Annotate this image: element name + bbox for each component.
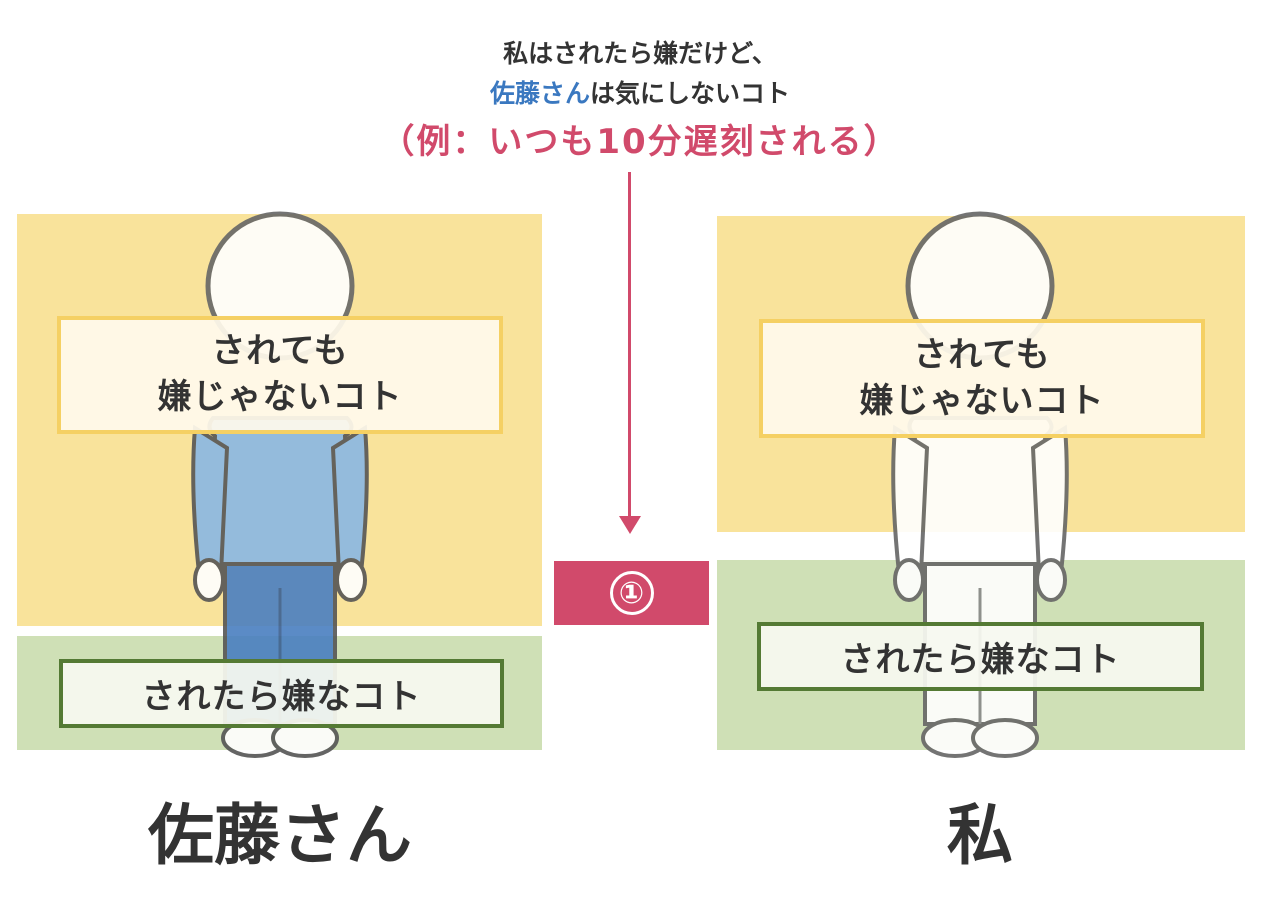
left-person-name: 佐藤さん: [148, 797, 412, 874]
right-intolerant-label: されたら嫌なコト: [757, 622, 1204, 691]
caption-example: （例：いつも10分遅刻される）: [380, 122, 900, 162]
left-intolerant-label: されたら嫌なコト: [59, 659, 504, 728]
caption-line-2-rest: は気にしないコト: [590, 79, 791, 108]
down-arrow-shaft: [628, 172, 631, 522]
right-tolerant-label-line1: されても: [913, 334, 1051, 375]
step-badge: ①: [554, 561, 709, 625]
caption-line-2: 佐藤さんは気にしないコト: [0, 74, 1280, 110]
right-person-name: 私: [947, 797, 1013, 874]
left-tolerant-label-line2: 嫌じゃないコト: [157, 377, 403, 417]
caption-line-1: 私はされたら嫌だけど、: [503, 39, 777, 68]
left-tolerant-label-line1: されても: [211, 331, 349, 372]
caption-highlight-name: 佐藤さん: [489, 79, 590, 108]
left-tolerant-label: されても 嫌じゃないコト: [57, 316, 503, 434]
right-tolerant-label-line2: 嫌じゃないコト: [859, 380, 1105, 421]
right-tolerant-label: されても 嫌じゃないコト: [759, 319, 1205, 438]
circled-number: ①: [609, 571, 654, 615]
down-arrow-icon: [619, 516, 641, 534]
